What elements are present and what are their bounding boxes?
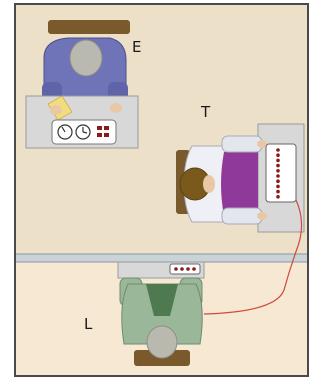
experimenter-hand-left [50, 105, 62, 115]
shock-switch [276, 159, 280, 163]
experimenter-head [70, 40, 102, 76]
experimenter-chair [48, 20, 130, 34]
experimenter-panel [52, 120, 116, 144]
shock-generator-icon [266, 144, 296, 202]
experimenter-hand-right [110, 103, 122, 113]
experimenter [42, 20, 130, 108]
shock-switch [276, 148, 280, 152]
dividing-wall [15, 254, 308, 262]
electrode-box-icon [170, 264, 200, 274]
shock-switch [276, 179, 280, 183]
electrode-light [174, 267, 178, 271]
teacher-hand-top [257, 140, 267, 148]
electrode-light [186, 267, 190, 271]
dial-icon [58, 125, 72, 139]
clock-icon [76, 125, 90, 139]
electrode-light [180, 267, 184, 271]
teacher-arm-top [222, 136, 262, 152]
shock-switch [276, 174, 280, 178]
learner-head [147, 326, 177, 358]
teacher-face [203, 175, 215, 193]
teacher-hand-bottom [257, 212, 267, 220]
shock-switch [276, 185, 280, 189]
shock-switch [276, 190, 280, 194]
shock-switch [276, 164, 280, 168]
label-e: E [132, 38, 141, 56]
teacher-arm-bottom [222, 208, 262, 224]
label-t: T [200, 103, 211, 121]
shock-switch [276, 195, 280, 199]
label-l: L [84, 315, 93, 333]
electrode-light [192, 267, 196, 271]
teacher-vest [221, 152, 258, 216]
shock-switch [276, 169, 280, 173]
shock-switch [276, 153, 280, 157]
shock-generator [266, 144, 296, 202]
